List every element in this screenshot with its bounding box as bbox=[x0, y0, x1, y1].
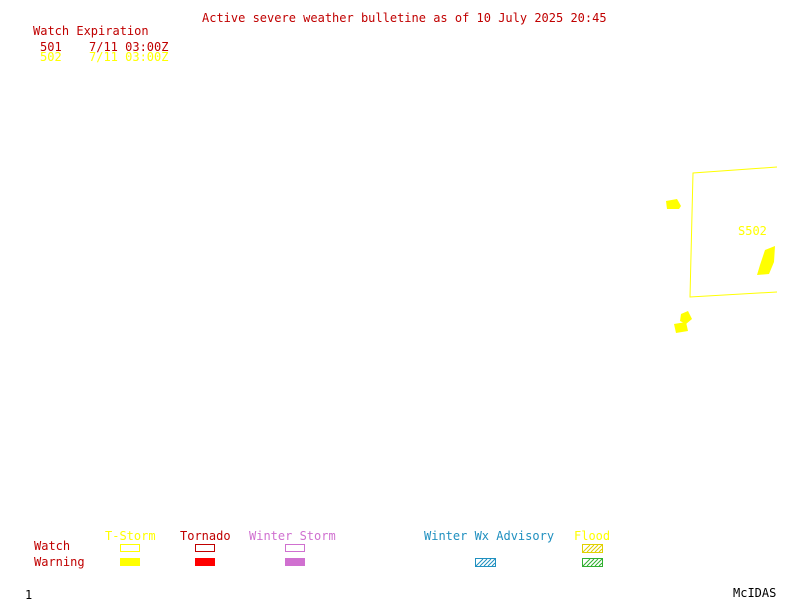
legend-flood-watch-swatch bbox=[582, 544, 603, 553]
watch-id: 502 bbox=[40, 50, 62, 64]
mcidas-brand: McIDAS bbox=[733, 586, 777, 600]
legend-winter-storm-watch-swatch bbox=[285, 544, 305, 552]
legend-tornado-label: Tornado bbox=[180, 529, 231, 543]
legend-flood-label: Flood bbox=[574, 529, 611, 543]
watch-expiration-time: 7/11 03:00Z bbox=[89, 40, 169, 54]
legend-tstorm-watch-swatch bbox=[120, 544, 140, 552]
watch-expiration-time: 7/11 03:00Z bbox=[89, 50, 169, 64]
legend-winter-wx-swatch bbox=[475, 558, 496, 567]
legend-tornado-watch-swatch bbox=[195, 544, 215, 552]
legend-winter-storm-label: Winter Storm bbox=[249, 529, 336, 543]
legend-winter-wx-label: Winter Wx Advisory bbox=[424, 529, 555, 543]
bulletin-title: Active severe weather bulletine as of 10… bbox=[202, 11, 607, 25]
legend-flood-warning-swatch bbox=[582, 558, 603, 567]
watch-id: 501 bbox=[40, 40, 62, 54]
watch-polygon-label: S502 bbox=[738, 224, 767, 238]
watch-polygon-502 bbox=[689, 166, 778, 298]
warning-area bbox=[757, 246, 775, 275]
warning-area bbox=[674, 322, 688, 333]
warning-area bbox=[666, 199, 681, 209]
legend-tornado-warning-swatch bbox=[195, 558, 215, 566]
warning-area bbox=[680, 311, 692, 324]
frame-number: 1 bbox=[25, 588, 33, 602]
legend-watch-label: Watch bbox=[34, 539, 71, 553]
watch-expiration-heading: Watch Expiration bbox=[33, 24, 149, 38]
legend-tstorm-warning-swatch bbox=[120, 558, 140, 566]
legend-winter-storm-warning-swatch bbox=[285, 558, 305, 566]
legend-warning-label: Warning bbox=[34, 555, 85, 569]
legend-tstorm-label: T-Storm bbox=[105, 529, 156, 543]
